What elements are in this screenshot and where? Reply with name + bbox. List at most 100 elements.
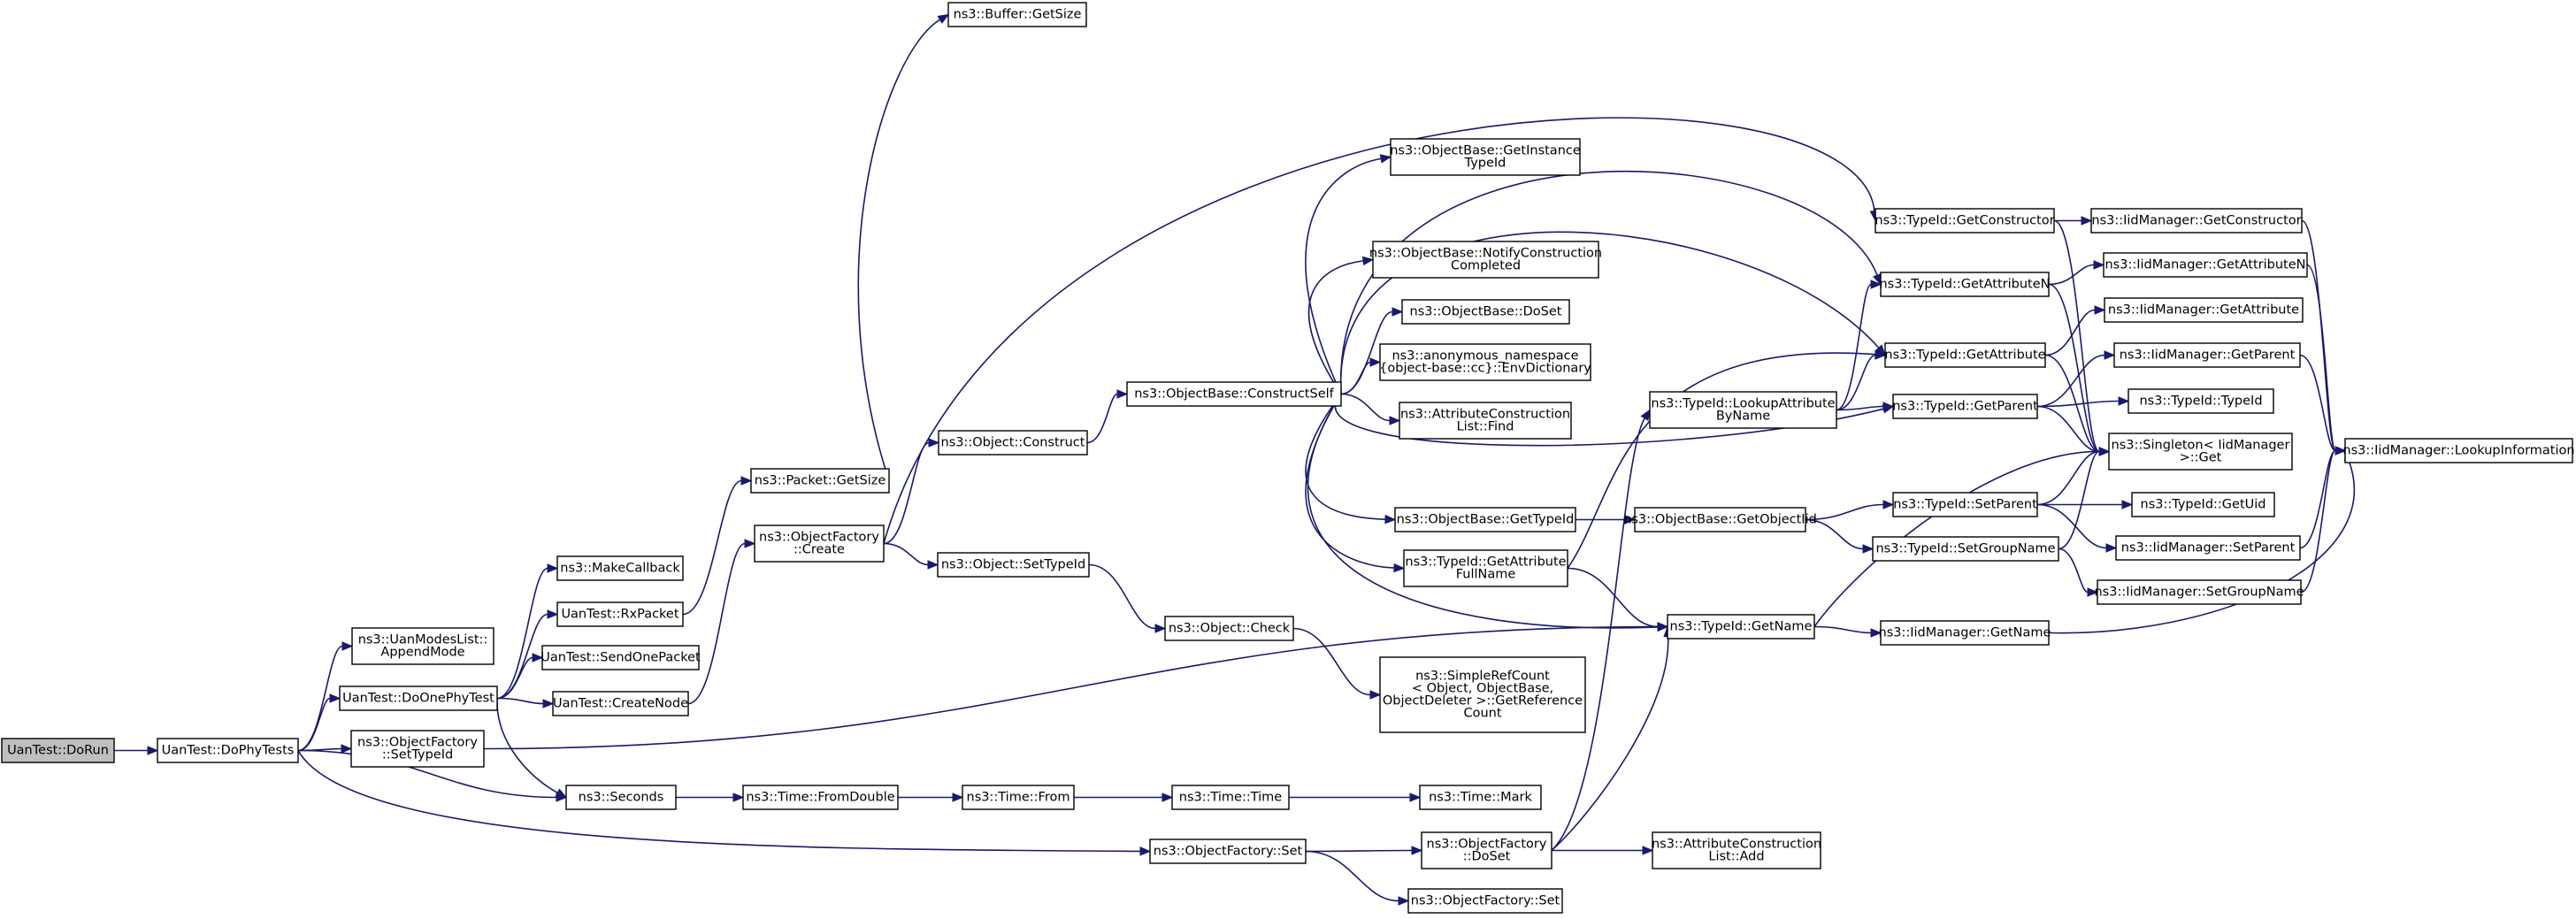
graph-node-iid-getname[interactable]: ns3::IidManager::GetName [1879,620,2051,646]
graph-node-buffer-getsize[interactable]: ns3::Buffer::GetSize [947,2,1087,27]
arrowhead-icon [1870,628,1882,638]
graph-node-label: ns3::Object::SetTypeId [941,558,1085,572]
graph-node-box [552,691,689,716]
graph-node-typeid-getname[interactable]: ns3::TypeId::GetName [1667,614,1815,639]
graph-node-of-settypeid[interactable]: ns3::ObjectFactory::SetTypeId [350,730,485,768]
graph-node-iid-lookupinformation[interactable]: ns3::IidManager::LookupInformation [2342,438,2575,463]
graph-edge-ob-constructself-to-typeid-getname [1307,394,1659,629]
graph-node-createnode[interactable]: UanTest::CreateNode [552,691,689,716]
graph-node-typeid-getattribute[interactable]: ns3::TypeId::GetAttribute [1884,342,2046,368]
graph-node-time-fromdouble[interactable]: ns3::Time::FromDouble [742,785,899,810]
graph-edge-of-set-to-of-doset [1305,849,1413,853]
graph-node-iid-getparent[interactable]: ns3::IidManager::GetParent [2113,342,2301,368]
graph-edge-doonephytest-to-sendonepacket [496,656,533,700]
graph-node-label: ns3::TypeId::GetAttributeN [1879,278,2050,292]
arrowhead-icon [2334,446,2347,456]
graph-node-singleton-get[interactable]: ns3::Singleton< IidManager>::Get [2108,433,2293,471]
graph-node-typeid-getuid[interactable]: ns3::TypeId::GetUid [2131,492,2275,517]
graph-node-typeid-getconstructor[interactable]: ns3::TypeId::GetConstructor [1874,208,2055,234]
graph-edge-typeid-getattributefullname-to-typeid-getname [1567,567,1659,628]
graph-node-label: ns3::ObjectFactory::Set [1154,845,1303,859]
graph-node-packet-getsize[interactable]: ns3::Packet::GetSize [750,468,890,494]
graph-node-rxpacket[interactable]: UanTest::RxPacket [556,601,684,627]
graph-node-object-settypeid[interactable]: ns3::Object::SetTypeId [937,552,1090,578]
graph-node-label: List::Add [1708,850,1764,864]
graph-node-iid-setparent[interactable]: ns3::IidManager::SetParent [2115,535,2301,561]
graph-node-simplerefcount[interactable]: ns3::SimpleRefCount< Object, ObjectBase,… [1379,656,1586,733]
graph-node-label: ::DoSet [1463,850,1511,864]
graph-node-of-doset[interactable]: ns3::ObjectFactory::DoSet [1421,831,1552,869]
graph-node-makecallback[interactable]: ns3::MakeCallback [556,555,684,581]
graph-node-typeid-setparent[interactable]: ns3::TypeId::SetParent [1892,492,2038,517]
graph-node-dophytests[interactable]: UanTest::DoPhyTests [157,738,299,763]
graph-node-label: ns3::Time::Time [1179,791,1283,805]
graph-node-iid-setgroupname[interactable]: ns3::IidManager::SetGroupName [2094,579,2304,605]
graph-node-time-time[interactable]: ns3::Time::Time [1171,785,1290,810]
graph-node-box [937,552,1090,578]
graph-node-label: ns3::IidManager::GetAttributeN [2104,258,2305,272]
graph-node-label: ns3::anonymous_namespace [1392,349,1578,364]
graph-node-box [1874,208,2055,234]
graph-node-ob-gettypeid[interactable]: ns3::ObjectBase::GetTypeId [1394,507,1576,532]
call-graph-edges [114,13,2356,906]
graph-node-of-create[interactable]: ns3::ObjectFactory::Create [754,525,885,563]
graph-node-sendonepacket[interactable]: UanTest::SendOnePacket [540,645,701,670]
arrowhead-icon [1411,846,1423,855]
graph-node-label: ns3::ObjectBase::DoSet [1410,305,1562,319]
graph-node-ob-constructself[interactable]: ns3::ObjectBase::ConstructSelf [1126,381,1342,407]
graph-node-box [1421,831,1552,869]
graph-node-typeid-typeid[interactable]: ns3::TypeId::TypeId [2128,388,2274,414]
graph-node-object-check[interactable]: ns3::Object::Check [1164,616,1294,641]
arrowhead-icon [341,641,354,651]
graph-node-box [1372,241,1599,279]
graph-node-typeid-getattributen[interactable]: ns3::TypeId::GetAttributeN [1879,272,2051,297]
graph-node-box [2104,297,2304,323]
arrowhead-icon [2081,216,2093,226]
graph-node-anon-envdictionary[interactable]: ns3::anonymous_namespace{object-base::cc… [1379,343,1591,381]
graph-node-label: ns3::Object::Check [1169,622,1291,636]
graph-node-label: UanTest::DoPhyTests [162,744,295,758]
graph-node-box [2131,492,2275,517]
graph-node-label: ns3::ObjectFactory::Set [1411,894,1560,908]
graph-node-appendmode[interactable]: ns3::UanModesList::AppendMode [351,627,494,665]
graph-edge-typeid-setgroupname-to-iid-setgroupname [2058,548,2089,594]
graph-node-ob-doset[interactable]: ns3::ObjectBase::DoSet [1401,299,1570,325]
graph-node-iid-getconstructor[interactable]: ns3::IidManager::GetConstructor [2090,208,2303,234]
arrowhead-icon [542,699,555,708]
graph-edge-typeid-getattribute-to-singleton-get [2044,354,2100,453]
graph-node-box [1171,785,1290,810]
graph-node-label: ns3::TypeId::TypeId [2139,394,2262,409]
graph-node-ob-notifyconstruction[interactable]: ns3::ObjectBase::NotifyConstructionCompl… [1369,241,1602,279]
graph-node-iid-getattributen[interactable]: ns3::IidManager::GetAttributeN [2103,252,2308,278]
graph-node-label: ns3::ObjectBase::GetInstance [1390,144,1581,158]
graph-node-of-set[interactable]: ns3::ObjectFactory::Set [1149,839,1307,864]
graph-node-typeid-getparent[interactable]: ns3::TypeId::GetParent [1892,394,2038,419]
graph-node-dorun[interactable]: UanTest::DoRun [1,738,115,763]
graph-node-label: ns3::IidManager::LookupInformation [2342,444,2574,458]
graph-node-object-construct[interactable]: ns3::Object::Construct [938,430,1088,456]
graph-node-time-mark[interactable]: ns3::Time::Mark [1419,785,1542,810]
graph-node-seconds[interactable]: ns3::Seconds [565,785,677,810]
arrowhead-icon [547,563,559,573]
graph-node-of-set2[interactable]: ns3::ObjectFactory::Set [1407,888,1563,914]
graph-edge-iid-setgroupname-to-iid-lookupinformation [2300,449,2336,594]
graph-node-doonephytest[interactable]: UanTest::DoOnePhyTest [339,685,498,711]
arrowhead-icon [1162,793,1174,802]
graph-node-label: ns3::Time::FromDouble [746,791,894,805]
graph-node-label: ns3::TypeId::SetGroupName [1875,542,2055,556]
graph-node-box [1164,616,1294,641]
graph-edge-typeid-getparent-to-typeid-typeid [2036,400,2120,408]
graph-node-time-from[interactable]: ns3::Time::From [962,785,1075,810]
graph-edge-ob-constructself-to-anon-envdictionary [1340,361,1371,395]
graph-node-label: ns3::Buffer::GetSize [954,8,1082,22]
arrowhead-icon [2118,396,2130,406]
graph-node-typeid-setgroupname[interactable]: ns3::TypeId::SetGroupName [1872,536,2059,562]
graph-node-iid-getattribute[interactable]: ns3::IidManager::GetAttribute [2104,297,2304,323]
graph-node-ob-getobjectiid[interactable]: ns3::ObjectBase::GetObjectIid [1623,507,1817,532]
